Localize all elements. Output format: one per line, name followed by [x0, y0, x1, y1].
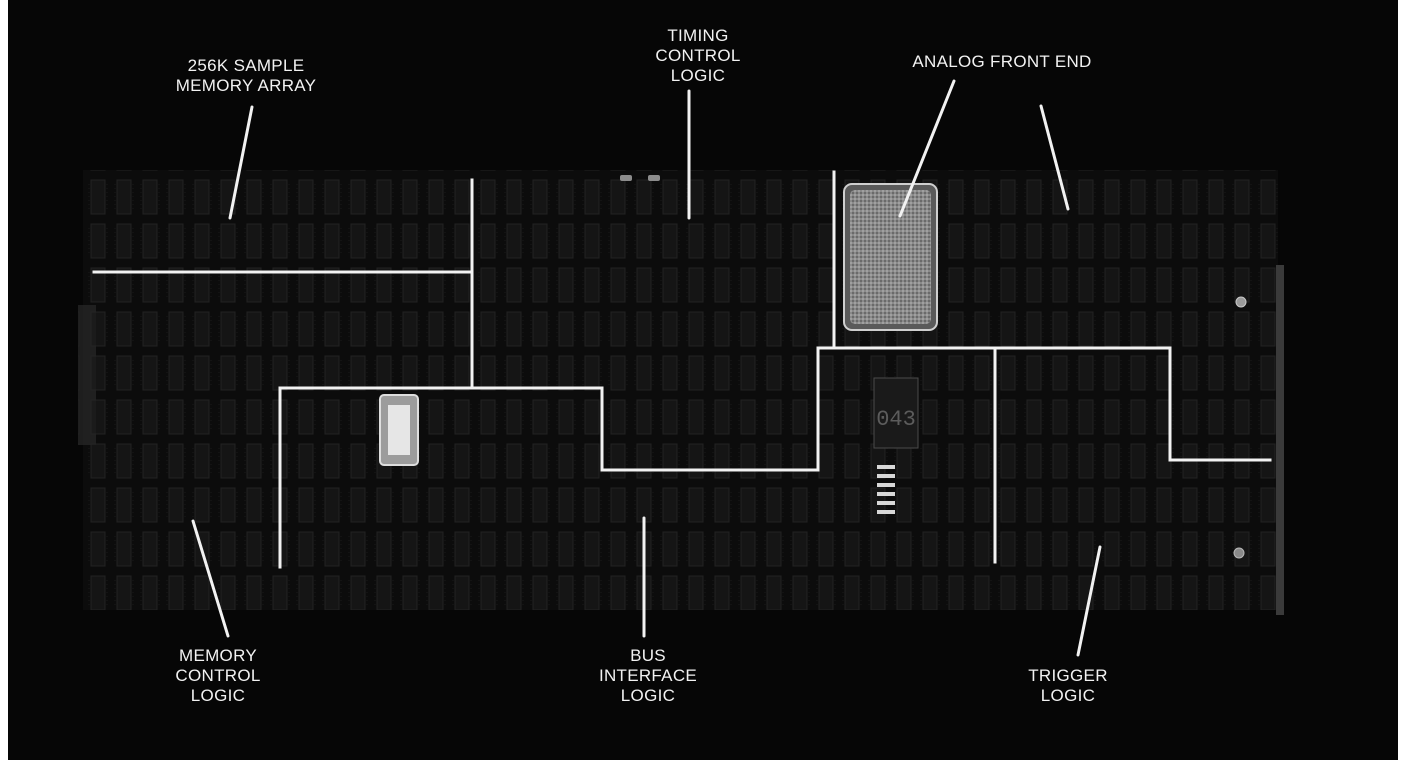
label-bus-interface: BUS INTERFACE LOGIC: [598, 646, 698, 705]
hybrid-module: [843, 183, 938, 331]
mounting-screw-top: [1235, 296, 1247, 308]
label-timing-control: TIMING CONTROL LOGIC: [655, 26, 741, 85]
label-memory-array: 256K SAMPLE MEMORY ARRAY: [175, 56, 317, 95]
edge-connector: [1276, 265, 1284, 615]
memory-control-boundary: [278, 346, 1272, 569]
indicator-leds: [620, 175, 660, 181]
pointer-analog-front-end-left: [898, 79, 956, 218]
svg-text:043: 043: [876, 407, 916, 432]
pointer-lines: [191, 79, 1102, 657]
crystal-package: [379, 394, 419, 466]
circuit-board-photo: 043: [78, 79, 1284, 657]
label-trigger: TRIGGER LOGIC: [1028, 666, 1108, 705]
label-analog-front-end: ANALOG FRONT END: [912, 52, 1092, 71]
pointer-trigger: [1076, 545, 1102, 657]
label-memory-control: MEMORY CONTROL LOGIC: [175, 646, 261, 705]
circuit-board: [78, 170, 1278, 610]
pointer-memory-control: [191, 519, 230, 638]
resistor-stack: [877, 465, 895, 514]
numeric-display: 043: [873, 377, 919, 449]
pointer-memory-array: [228, 105, 254, 220]
mounting-screw-bottom: [1233, 547, 1245, 559]
region-boundaries: [92, 170, 1272, 569]
pointer-analog-front-end-right: [1039, 104, 1070, 211]
photo-frame: 043: [8, 0, 1398, 760]
